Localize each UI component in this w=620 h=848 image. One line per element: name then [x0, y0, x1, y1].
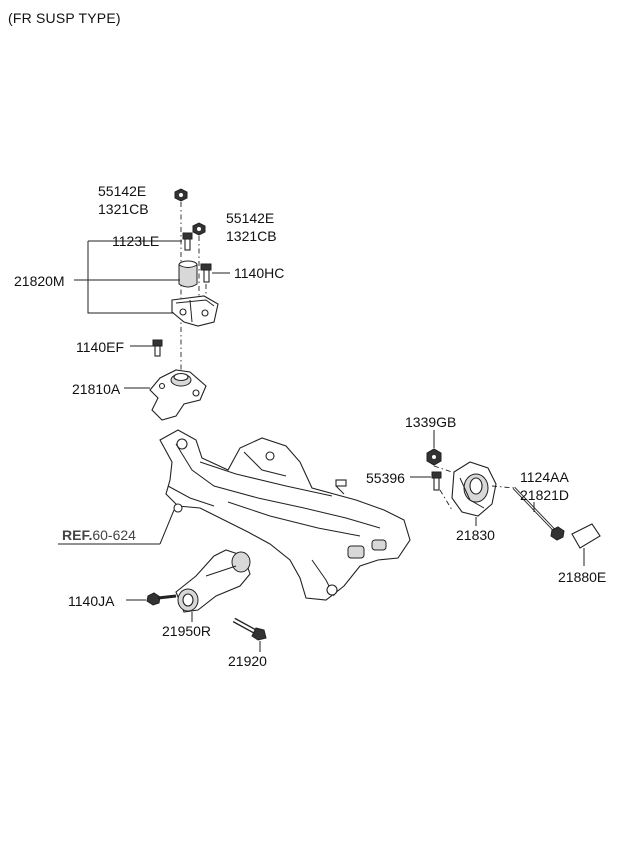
label-1123le: 1123LE: [112, 233, 159, 249]
label-21830: 21830: [456, 527, 495, 543]
label-21920: 21920: [228, 653, 267, 669]
label-1140ja: 1140JA: [68, 593, 115, 609]
bolt-1124aa[interactable]: [512, 486, 558, 534]
subframe-crossmember[interactable]: [159, 429, 411, 601]
engine-mount-bracket-21820m[interactable]: [171, 260, 219, 327]
label-1339gb: 1339GB: [405, 414, 456, 430]
bolt-55396[interactable]: [431, 471, 442, 491]
transmission-mount-21830[interactable]: [451, 461, 497, 517]
bolt-21920[interactable]: [232, 617, 267, 641]
ref-number: 60-624: [92, 527, 136, 543]
label-21950r: 21950R: [162, 623, 211, 639]
label-55396: 55396: [366, 470, 405, 486]
label-21820m: 21820M: [14, 273, 65, 289]
label-1124aa: 1124AA: [520, 469, 569, 485]
ref-prefix: REF.: [62, 527, 92, 543]
cover-21880e[interactable]: [571, 523, 601, 549]
label-1140ef: 1140EF: [76, 339, 124, 355]
bolt-1140ef[interactable]: [152, 339, 163, 357]
label-21810a: 21810A: [72, 381, 121, 397]
roll-rod-bracket-21950r[interactable]: [175, 549, 251, 613]
nut-21821d[interactable]: [550, 526, 565, 541]
bolt-1123le[interactable]: [182, 232, 193, 251]
label-1140hc: 1140HC: [234, 265, 284, 281]
bolt-1140hc[interactable]: [200, 263, 212, 283]
bolt-1140ja[interactable]: [146, 592, 177, 606]
nut-1339gb[interactable]: [426, 448, 442, 466]
engine-mount-21810a[interactable]: [149, 369, 207, 421]
diagram-header: (FR SUSP TYPE): [8, 10, 121, 26]
label-21821d: 21821D: [520, 487, 569, 503]
label-55142e-a: 55142E: [98, 183, 146, 199]
label-55142e-b: 55142E: [226, 210, 274, 226]
label-1321cb-a: 1321CB: [98, 201, 149, 217]
label-1321cb-b: 1321CB: [226, 228, 277, 244]
ref-label[interactable]: REF.60-624: [62, 527, 136, 543]
label-21880e: 21880E: [558, 569, 606, 585]
nut-55142e-lower[interactable]: [192, 222, 206, 236]
nut-55142e-upper[interactable]: [174, 188, 188, 202]
